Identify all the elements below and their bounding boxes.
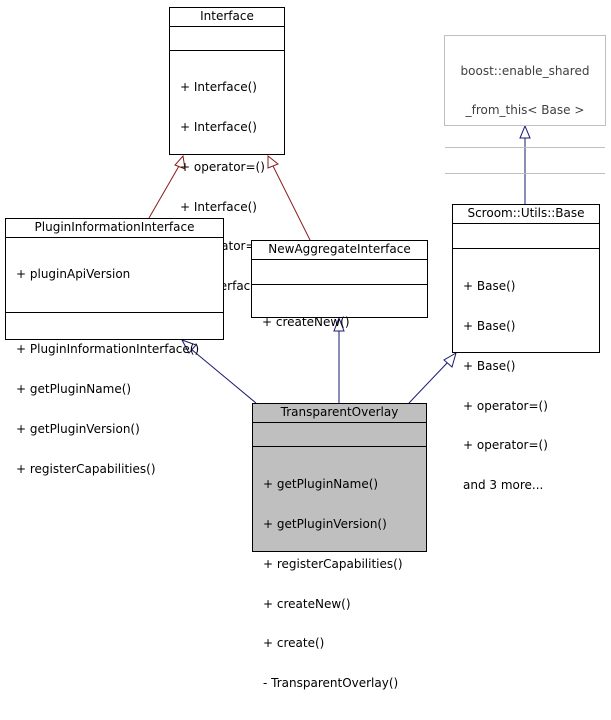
method: + createNew()	[263, 596, 351, 611]
method: + create()	[263, 636, 325, 651]
methods-section: + PluginInformationInterface() + getPlug…	[6, 311, 223, 506]
edge-base-to-enable-shared	[519, 124, 531, 204]
method: + Base()	[463, 318, 516, 333]
method: + Interface()	[180, 119, 257, 134]
class-box-scroom-utils-base[interactable]: Scroom::Utils::Base + Base() + Base() + …	[452, 204, 600, 492]
class-name: PluginInformationInterface	[34, 220, 195, 234]
class-box-interface[interactable]: Interface + Interface() + Interface() + …	[169, 7, 285, 293]
edges-layer	[148, 124, 531, 404]
method: + Base()	[463, 278, 516, 293]
methods-section: + Base() + Base() + Base() + operator=()…	[453, 248, 599, 522]
method: - TransparentOverlay()	[263, 676, 399, 691]
method: + operator=()	[180, 159, 265, 174]
method: + operator=()	[463, 398, 548, 413]
attributes-section	[253, 422, 426, 446]
method: + createNew()	[262, 314, 350, 329]
methods-section	[445, 173, 605, 197]
class-name: Interface	[200, 9, 254, 23]
class-name: Scroom::Utils::Base	[467, 206, 585, 220]
method: + getPluginVersion()	[16, 422, 140, 437]
class-name-line: boost::enable_shared	[460, 63, 590, 78]
method: + Base()	[463, 358, 516, 373]
method: and 3 more...	[463, 478, 544, 493]
edge-plugininfo-to-interface	[148, 154, 186, 219]
method: + registerCapabilities()	[16, 462, 156, 477]
method: + Interface()	[180, 199, 257, 214]
class-diagram: Interface + Interface() + Interface() + …	[5, 7, 606, 690]
method: + getPluginVersion()	[263, 516, 387, 531]
attribute: + pluginApiVersion	[16, 266, 131, 281]
edge-overlay-to-newaggregate	[333, 316, 345, 403]
attributes-section: + pluginApiVersion	[6, 237, 223, 311]
edge-newaggregate-to-interface	[267, 154, 311, 241]
method: + PluginInformationInterface()	[16, 342, 200, 357]
class-box-new-aggregate-interface[interactable]: NewAggregateInterface + createNew()	[251, 240, 428, 329]
methods-section: + getPluginName() + getPluginVersion() +…	[253, 446, 426, 720]
attributes-section	[170, 26, 284, 50]
class-name: NewAggregateInterface	[268, 242, 411, 256]
edge-overlay-to-plugininfo	[180, 339, 257, 404]
class-box-plugin-information-interface[interactable]: PluginInformationInterface + pluginApiVe…	[5, 218, 224, 476]
method: + getPluginName()	[263, 476, 379, 491]
method: + registerCapabilities()	[263, 556, 403, 571]
methods-section: + createNew()	[252, 284, 427, 358]
method: + getPluginName()	[16, 382, 132, 397]
method: + Interface()	[180, 79, 257, 94]
class-box-enable-shared-from-this[interactable]: boost::enable_shared _from_this< Base >	[444, 35, 606, 175]
method: + operator=()	[463, 438, 548, 453]
attributes-section	[453, 223, 599, 248]
class-name-line: _from_this< Base >	[465, 103, 585, 118]
class-name: TransparentOverlay	[280, 405, 399, 419]
class-box-transparent-overlay[interactable]: TransparentOverlay + getPluginName() + g…	[252, 403, 427, 690]
class-name: boost::enable_shared _from_this< Base >	[445, 36, 605, 147]
edge-overlay-to-base	[408, 351, 457, 404]
attributes-section	[445, 147, 605, 173]
attributes-section	[252, 259, 427, 284]
